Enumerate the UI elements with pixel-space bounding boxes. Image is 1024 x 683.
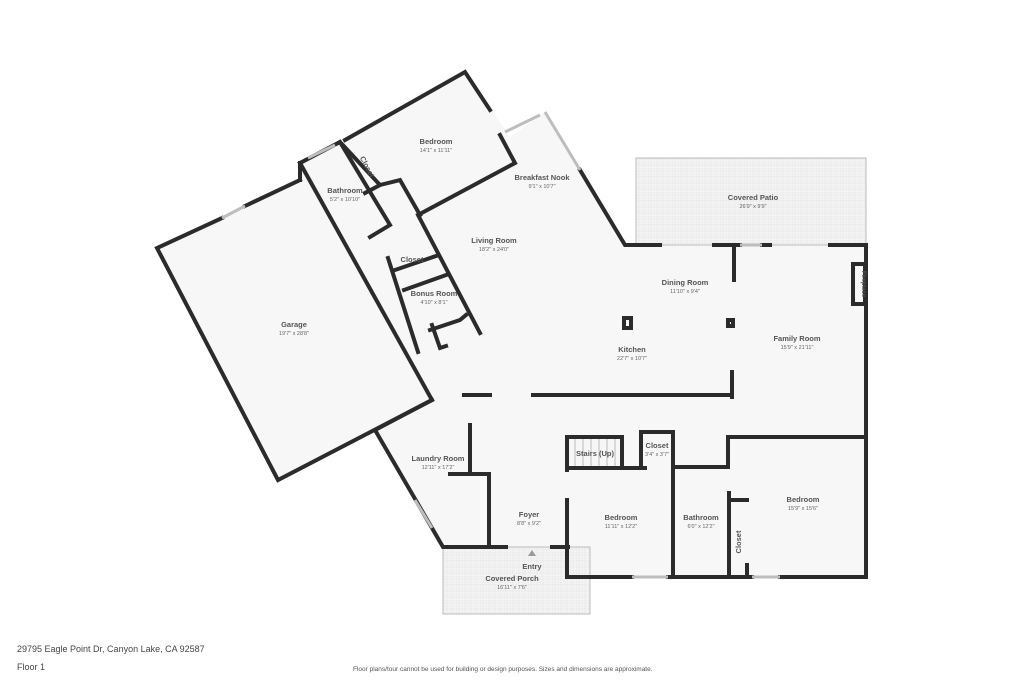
room-bedroom-front: Bedroom 11'11" x 12'2" (605, 513, 638, 530)
covered-patio-area (635, 157, 867, 246)
room-covered-porch: Covered Porch 16'11" x 7'6" (485, 574, 539, 591)
svg-text:19'7" x 28'8": 19'7" x 28'8" (279, 331, 309, 337)
svg-text:Bathroom: Bathroom (327, 186, 363, 195)
svg-text:11'10" x 9'4": 11'10" x 9'4" (670, 289, 700, 295)
walls (154, 69, 868, 579)
svg-text:Bathroom: Bathroom (683, 513, 719, 522)
stairs (574, 439, 616, 466)
room-bonus-room: Bonus Room 4'10" x 8'1" (411, 289, 458, 306)
svg-text:Living Room: Living Room (471, 236, 517, 245)
room-dining-room: Dining Room 11'10" x 9'4" (662, 278, 709, 295)
room-closet-hall: Closet 3'4" x 3'7" (645, 441, 669, 458)
svg-text:Breakfast Nook: Breakfast Nook (514, 173, 570, 182)
svg-text:18'2" x 24'0": 18'2" x 24'0" (479, 247, 509, 253)
svg-text:3'4" x 3'7": 3'4" x 3'7" (645, 452, 669, 458)
svg-text:Bedroom: Bedroom (787, 495, 820, 504)
svg-text:Entry: Entry (522, 562, 542, 571)
svg-text:Stairs (Up): Stairs (Up) (576, 449, 614, 458)
svg-text:Kitchen: Kitchen (618, 345, 646, 354)
svg-text:8'8" x 9'2": 8'8" x 9'2" (517, 521, 541, 527)
room-covered-patio: Covered Patio 26'9" x 9'9" (728, 193, 779, 210)
svg-text:6'0" x 12'2": 6'0" x 12'2" (687, 524, 714, 530)
room-fireplace: Fireplace (860, 271, 866, 298)
room-laundry-room: Laundry Room 12'11" x 17'2" (412, 454, 465, 471)
svg-text:Foyer: Foyer (519, 510, 540, 519)
room-garage: Garage 19'7" x 28'8" (279, 320, 309, 337)
room-kitchen: Kitchen 22'7" x 10'7" (617, 345, 647, 362)
svg-text:Closet: Closet (401, 255, 424, 264)
room-breakfast-nook: Breakfast Nook 9'1" x 10'7" (514, 173, 570, 190)
entry-arrow-icon (528, 550, 536, 556)
svg-text:14'1" x 11'11": 14'1" x 11'11" (420, 148, 452, 154)
house-floor (157, 72, 866, 577)
svg-text:Fireplace: Fireplace (860, 271, 866, 298)
svg-text:Dining Room: Dining Room (662, 278, 709, 287)
svg-text:Covered Porch: Covered Porch (485, 574, 539, 583)
room-living-room: Living Room 18'2" x 24'0" (471, 236, 517, 253)
svg-text:Covered Patio: Covered Patio (728, 193, 779, 202)
room-bathroom-front: Bathroom 6'0" x 12'2" (683, 513, 719, 530)
svg-text:Closet: Closet (734, 530, 743, 553)
svg-text:Family Room: Family Room (773, 334, 820, 343)
fireplace (851, 262, 867, 306)
room-family-room: Family Room 15'9" x 21'11" (773, 334, 820, 351)
svg-text:15'9" x 15'6": 15'9" x 15'6" (788, 506, 818, 512)
svg-text:15'9" x 21'11": 15'9" x 21'11" (781, 345, 814, 351)
room-closet-mid: Closet (401, 255, 424, 264)
room-bedroom-right: Bedroom 15'9" x 15'6" (787, 495, 820, 512)
svg-text:Garage: Garage (281, 320, 307, 329)
property-address: 29795 Eagle Point Dr, Canyon Lake, CA 92… (17, 644, 205, 654)
svg-text:12'11" x 17'2": 12'11" x 17'2" (422, 465, 455, 471)
svg-text:Bedroom: Bedroom (605, 513, 638, 522)
disclaimer: Floor plans/tour cannot be used for buil… (353, 666, 653, 673)
svg-text:22'7" x 10'7": 22'7" x 10'7" (617, 356, 647, 362)
svg-text:5'2" x 10'10": 5'2" x 10'10" (330, 197, 360, 203)
svg-text:4'10" x 8'1": 4'10" x 8'1" (420, 300, 447, 306)
svg-text:26'9" x 9'9": 26'9" x 9'9" (739, 204, 766, 210)
floor-label: Floor 1 (17, 662, 46, 672)
svg-text:Laundry Room: Laundry Room (412, 454, 465, 463)
entry-label: Entry (522, 562, 542, 571)
svg-text:11'11" x 12'2": 11'11" x 12'2" (605, 524, 637, 530)
svg-text:16'11" x 7'6": 16'11" x 7'6" (497, 585, 527, 591)
room-stairs: Stairs (Up) (576, 449, 614, 458)
svg-text:Bonus Room: Bonus Room (411, 289, 458, 298)
svg-text:9'1" x 10'7": 9'1" x 10'7" (528, 184, 555, 190)
svg-text:Closet: Closet (646, 441, 669, 450)
room-bathroom-upper: Bathroom 5'2" x 10'10" (327, 186, 363, 203)
svg-text:Bedroom: Bedroom (420, 137, 453, 146)
room-foyer: Foyer 8'8" x 9'2" (517, 510, 541, 527)
room-closet-right: Closet (734, 530, 743, 553)
room-bedroom-upper: Bedroom 14'1" x 11'11" (420, 137, 453, 154)
